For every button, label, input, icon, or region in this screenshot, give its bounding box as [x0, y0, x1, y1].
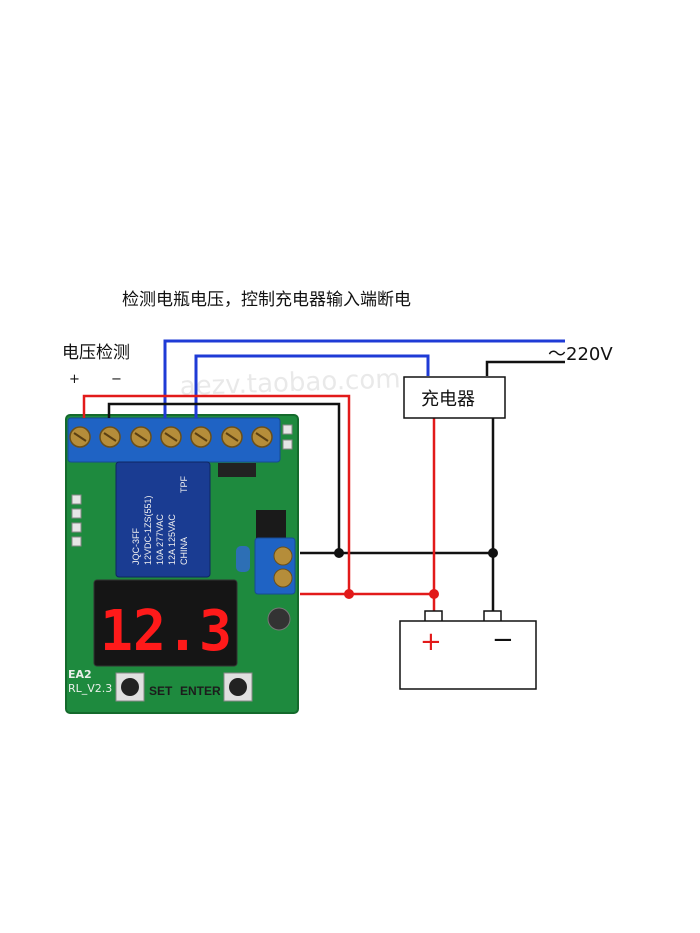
- detect-minus-label: −: [111, 372, 122, 387]
- relay-spec-text-3: 12A 125VAC: [167, 514, 177, 565]
- junction-dot: [429, 589, 439, 599]
- relay-spec-text-1: 12VDC-1ZS(551): [143, 495, 153, 565]
- enter-button-label: ENTER: [180, 684, 221, 698]
- relay-spec-text-2: 10A 277VAC: [155, 514, 165, 565]
- relay-module-board: JQC-3FF 12VDC-1ZS(551) 10A 277VAC 12A 12…: [65, 414, 299, 714]
- charger-label: 充电器: [421, 389, 475, 410]
- pcb-version: RL_V2.3: [68, 682, 112, 695]
- display-value: 12.3: [100, 599, 232, 664]
- junction-dot: [344, 589, 354, 599]
- set-button[interactable]: [115, 672, 145, 702]
- relay-model-text: JQC-3FF: [131, 528, 141, 566]
- voltage-detect-label: 电压检测: [62, 343, 130, 363]
- battery-plus-label: +: [420, 627, 442, 657]
- blue-wires: [163, 339, 565, 418]
- red-wires: [82, 394, 436, 612]
- terminal-block: [67, 417, 281, 463]
- charger-box: 充电器: [403, 376, 506, 419]
- battery: + −: [399, 610, 537, 690]
- diagram-title: 检测电瓶电压，控制充电器输入端断电: [122, 290, 411, 310]
- ac-220v-label: ～220V: [548, 344, 613, 365]
- relay-brand-text: TPF: [179, 475, 189, 493]
- battery-minus-label: −: [492, 625, 514, 655]
- relay: JQC-3FF 12VDC-1ZS(551) 10A 277VAC 12A 12…: [115, 461, 211, 578]
- output-terminal: [254, 537, 296, 595]
- seven-segment-display: 12.3: [93, 579, 238, 667]
- junction-dot: [488, 548, 498, 558]
- pcb-model: EA2: [68, 668, 92, 681]
- relay-origin-text: CHINA: [179, 537, 189, 565]
- junction-dot: [334, 548, 344, 558]
- set-button-label: SET: [149, 684, 173, 698]
- detect-plus-label: +: [69, 372, 80, 387]
- enter-button[interactable]: [223, 672, 253, 702]
- black-wires: [107, 360, 565, 612]
